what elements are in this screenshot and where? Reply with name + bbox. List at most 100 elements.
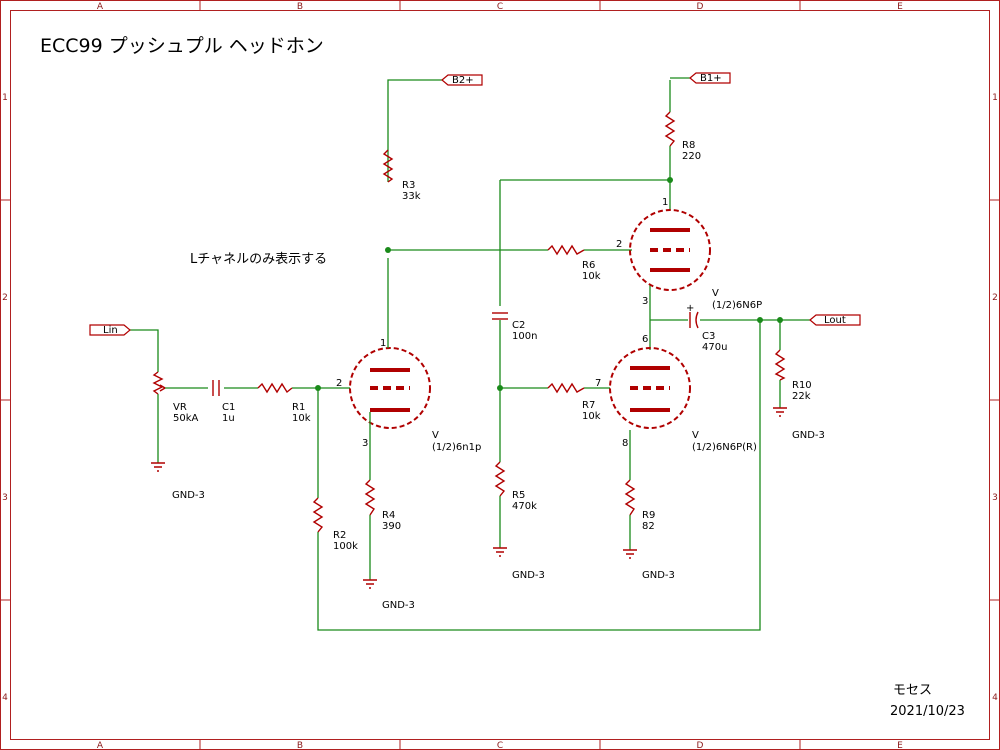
r1-value: 10k [292, 413, 311, 424]
tube-v2: 1 2 3 V (1/2)6N6P [616, 197, 762, 311]
c2-value: 100n [512, 331, 537, 342]
vr-value: 50kA [173, 413, 199, 424]
port-lin-label: Lin [103, 325, 118, 336]
v1-ref: V [432, 430, 439, 441]
vr-ref: VR [173, 402, 187, 413]
port-b1: B1+ [689, 72, 731, 84]
port-b2: B2+ [441, 74, 483, 86]
ground-r4: GND-3 [363, 579, 415, 611]
port-lin: Lin [89, 324, 131, 336]
c3-plus-mark: + [686, 303, 694, 314]
v1-value: (1/2)6n1p [432, 442, 481, 453]
c1-value: 1u [222, 413, 235, 424]
r7-value: 10k [582, 411, 601, 422]
ground-r9: GND-3 [623, 549, 675, 581]
v1-cathode-pin: 3 [362, 438, 368, 449]
r6-value: 10k [582, 271, 601, 282]
v3-ref: V [692, 430, 699, 441]
c2-ref: C2 [512, 320, 525, 331]
potentiometer-vr: VR 50kA [152, 371, 199, 424]
row-2-left: 2 [2, 293, 8, 303]
v3-grid-pin: 7 [595, 378, 601, 389]
ground-r10-label: GND-3 [792, 430, 825, 441]
v3-cathode-pin: 8 [622, 438, 628, 449]
resistor-r1: R1 10k [257, 382, 311, 424]
junction-dots [315, 177, 783, 391]
r8-ref: R8 [682, 140, 695, 151]
v2-plate-pin: 1 [662, 197, 668, 208]
resistor-r5: R5 470k [494, 461, 537, 512]
v2-cathode-pin: 3 [642, 296, 648, 307]
r5-ref: R5 [512, 490, 525, 501]
ground-r5-label: GND-3 [512, 570, 545, 581]
col-b-bottom: B [297, 741, 303, 750]
r5-value: 470k [512, 501, 537, 512]
row-1-right: 1 [992, 93, 998, 103]
capacitor-c3: + C3 470u [686, 303, 727, 353]
resistor-r6: R6 10k [547, 244, 601, 282]
port-lout-label: Lout [824, 315, 846, 326]
r9-ref: R9 [642, 510, 655, 521]
col-a-bottom: A [97, 741, 104, 750]
c3-ref: C3 [702, 331, 715, 342]
col-c-bottom: C [497, 741, 503, 750]
v3-plate-pin: 6 [642, 334, 648, 345]
col-e-top: E [897, 2, 903, 12]
channel-note: Lチャネルのみ表示する [190, 252, 327, 267]
col-a-top: A [97, 2, 104, 12]
row-4-left: 4 [2, 693, 8, 703]
r4-value: 390 [382, 521, 401, 532]
row-1-left: 1 [2, 93, 8, 103]
r3-ref: R3 [402, 180, 415, 191]
col-c-top: C [497, 2, 503, 12]
port-b1-label: B1+ [700, 73, 722, 84]
ground-vr-label: GND-3 [172, 490, 205, 501]
r7-ref: R7 [582, 400, 595, 411]
ground-r4-label: GND-3 [382, 600, 415, 611]
ground-r9-label: GND-3 [642, 570, 675, 581]
v1-grid-pin: 2 [336, 378, 342, 389]
resistor-r4: R4 390 [364, 479, 401, 532]
c1-ref: C1 [222, 402, 235, 413]
ground-r5: GND-3 [493, 547, 545, 581]
resistor-r8: R8 220 [664, 111, 701, 162]
capacitor-c1: C1 1u [212, 380, 235, 424]
wires [130, 77, 810, 631]
ground-vr: GND-3 [151, 462, 205, 501]
row-4-right: 4 [992, 693, 998, 703]
r2-ref: R2 [333, 530, 346, 541]
author-label: モセス [893, 683, 932, 698]
tube-v3: 6 7 8 V (1/2)6N6P(R) [595, 334, 757, 453]
ground-r10: GND-3 [773, 407, 825, 441]
resistor-r9: R9 82 [624, 479, 655, 532]
row-3-right: 3 [992, 493, 998, 503]
col-d-bottom: D [697, 741, 704, 750]
col-b-top: B [297, 2, 303, 12]
v2-ref: V [712, 288, 719, 299]
v1-plate-pin: 1 [380, 338, 386, 349]
resistor-r2: R2 100k [312, 497, 358, 552]
resistor-r3: R3 33k [382, 149, 421, 202]
resistor-r7: R7 10k [547, 382, 601, 422]
r6-ref: R6 [582, 260, 595, 271]
v3-value: (1/2)6N6P(R) [692, 442, 757, 453]
r10-value: 22k [792, 391, 811, 402]
capacitor-c2: C2 100n [492, 312, 537, 342]
date-label: 2021/10/23 [890, 704, 965, 719]
row-3-left: 3 [2, 493, 8, 503]
resistor-r10: R10 22k [774, 349, 812, 402]
v2-value: (1/2)6N6P [712, 300, 762, 311]
port-b2-label: B2+ [452, 75, 474, 86]
r8-value: 220 [682, 151, 701, 162]
page-title: ECC99 プッシュプル ヘッドホン [40, 35, 324, 57]
port-lout: Lout [809, 314, 861, 326]
row-2-right: 2 [992, 293, 998, 303]
tube-v1: 1 2 3 V (1/2)6n1p [336, 338, 481, 453]
r4-ref: R4 [382, 510, 395, 521]
r3-value: 33k [402, 191, 421, 202]
v2-grid-pin: 2 [616, 239, 622, 250]
r1-ref: R1 [292, 402, 305, 413]
r9-value: 82 [642, 521, 655, 532]
